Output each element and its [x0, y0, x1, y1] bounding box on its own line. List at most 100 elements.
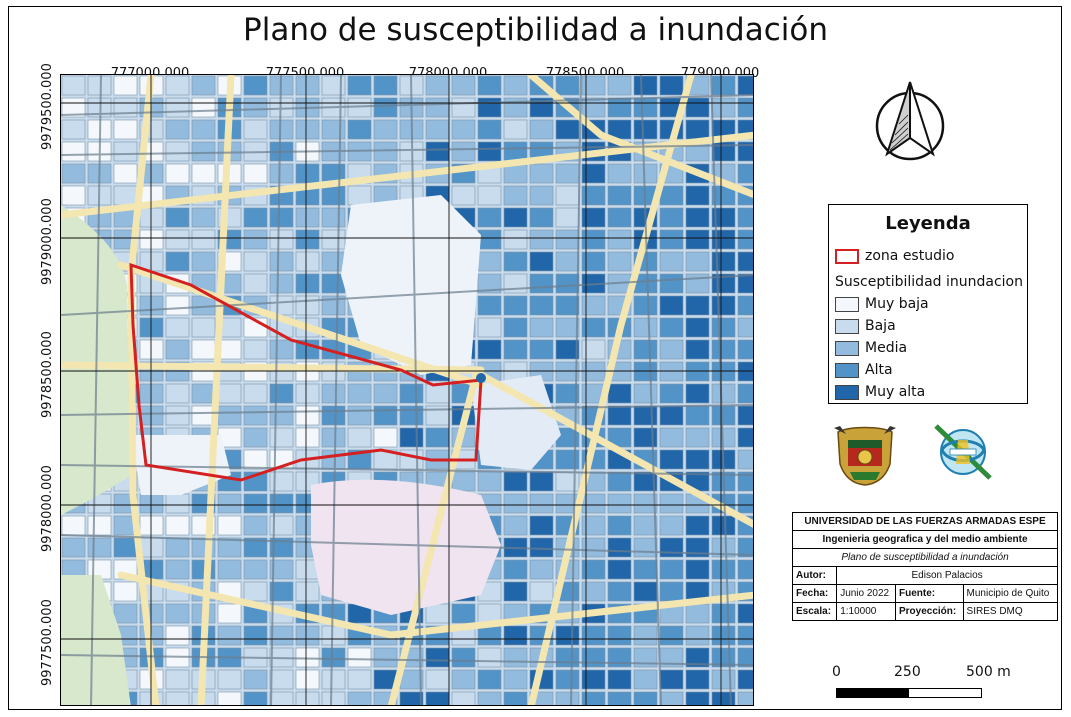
map-block — [503, 515, 528, 536]
map-block — [217, 405, 242, 426]
map-block — [711, 383, 736, 404]
legend-item-media: Media — [835, 339, 907, 357]
map-block — [113, 141, 138, 162]
map-block — [191, 75, 216, 96]
map-title: Plano de susceptibilidad a inundación — [243, 12, 828, 48]
map-block — [113, 603, 138, 624]
map-block — [555, 383, 580, 404]
map-block — [269, 207, 294, 228]
map-block — [633, 669, 658, 690]
map-block — [295, 625, 320, 646]
map-block — [451, 603, 476, 624]
map-block — [685, 295, 710, 316]
map-block — [503, 339, 528, 360]
map-block — [269, 581, 294, 602]
map-block — [477, 229, 502, 250]
map-block — [165, 163, 190, 184]
map-block — [607, 515, 632, 536]
map-block — [737, 493, 753, 514]
map-block — [61, 185, 86, 206]
map-block — [347, 427, 372, 448]
map-block — [399, 383, 424, 404]
map-block — [61, 163, 86, 184]
map-block — [633, 537, 658, 558]
map-block — [321, 119, 346, 140]
map-block — [581, 581, 606, 602]
map-block — [477, 669, 502, 690]
map-block — [711, 295, 736, 316]
map-block — [529, 493, 554, 514]
map-block — [607, 537, 632, 558]
road-north-south-3 — [527, 75, 695, 705]
map-block — [373, 97, 398, 118]
map-block — [321, 669, 346, 690]
map-block — [555, 625, 580, 646]
map-block — [685, 251, 710, 272]
map-block — [555, 361, 580, 382]
map-block — [659, 581, 684, 602]
map-block — [737, 647, 753, 668]
map-block — [607, 97, 632, 118]
map-block — [581, 515, 606, 536]
map-block — [191, 207, 216, 228]
legend-label: zona estudio — [865, 248, 955, 264]
map-block — [243, 383, 268, 404]
map-block — [269, 493, 294, 514]
map-block — [607, 185, 632, 206]
study-zone-marker — [476, 373, 486, 383]
map-block — [529, 515, 554, 536]
map-block — [529, 317, 554, 338]
source-value: Municipio de Quito — [962, 584, 1059, 603]
map-block — [347, 119, 372, 140]
map-block — [295, 229, 320, 250]
map-block — [165, 559, 190, 580]
map-block — [321, 207, 346, 228]
map-block — [711, 537, 736, 558]
map-block — [243, 581, 268, 602]
map-block — [737, 163, 753, 184]
projection-label: Proyección: — [894, 602, 964, 621]
map-block — [217, 493, 242, 514]
map-block — [607, 493, 632, 514]
map-block — [607, 229, 632, 250]
map-block — [295, 405, 320, 426]
map-block — [607, 405, 632, 426]
map-block — [685, 317, 710, 338]
map-block — [139, 317, 164, 338]
map-block — [633, 317, 658, 338]
map-block — [555, 669, 580, 690]
map-block — [347, 383, 372, 404]
map-block — [503, 75, 528, 96]
map-block — [61, 141, 86, 162]
map-block — [191, 251, 216, 272]
map-block — [529, 251, 554, 272]
map-block — [737, 669, 753, 690]
map-block — [711, 75, 736, 96]
map-block — [295, 383, 320, 404]
map-block — [633, 405, 658, 426]
map-block — [711, 229, 736, 250]
map-block — [451, 647, 476, 668]
map-block — [243, 691, 268, 705]
map-canvas — [61, 75, 753, 705]
map-block — [555, 273, 580, 294]
map-block — [737, 141, 753, 162]
map-block — [737, 273, 753, 294]
map-block — [737, 559, 753, 580]
scale-bar: 0 250 500 m — [832, 660, 1012, 700]
map-block — [737, 361, 753, 382]
map-block — [425, 691, 450, 705]
map-block — [451, 669, 476, 690]
map-block — [711, 361, 736, 382]
map-block — [737, 229, 753, 250]
map-block — [555, 295, 580, 316]
map-block — [321, 449, 346, 470]
map-block — [373, 119, 398, 140]
map-block — [321, 251, 346, 272]
susceptibility-map[interactable] — [60, 74, 754, 706]
map-block — [165, 97, 190, 118]
legend-class-title: Susceptibilidad inundacion — [835, 274, 1023, 290]
study-zone-boundary — [129, 262, 483, 482]
map-block — [165, 669, 190, 690]
map-block — [659, 229, 684, 250]
